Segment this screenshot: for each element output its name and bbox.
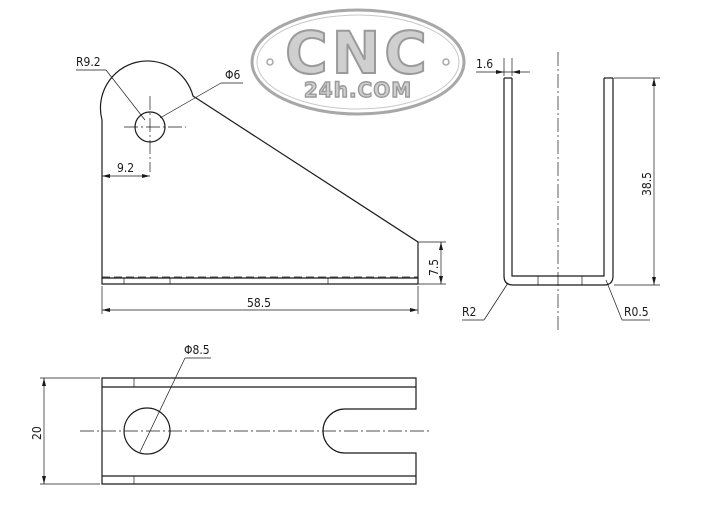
cnc24h-watermark-logo: CNC 24h.COM — [250, 8, 466, 116]
dim-7-5: 7.5 — [427, 259, 441, 276]
dim-20: 20 — [30, 426, 44, 440]
logo-text-sub: 24h.COM — [304, 78, 412, 102]
dim-phi6: Φ6 — [225, 68, 240, 82]
dim-r2: R2 — [462, 305, 476, 319]
side-view: 1.6 38.5 R2 R0.5 — [462, 52, 660, 330]
dim-1-6: 1.6 — [476, 57, 493, 71]
top-view: Φ8.5 20 — [30, 343, 432, 485]
dim-r9-2: R9.2 — [76, 55, 101, 69]
logo-text-main: CNC — [285, 19, 431, 87]
dim-r0-5: R0.5 — [624, 305, 649, 319]
dim-58-5: 58.5 — [247, 296, 271, 310]
dim-38-5: 38.5 — [640, 172, 654, 196]
dim-phi8-5: Φ8.5 — [184, 343, 210, 357]
dim-9-2: 9.2 — [117, 161, 134, 175]
front-view: R9.2 Φ6 9.2 58.5 7.5 — [76, 55, 446, 314]
